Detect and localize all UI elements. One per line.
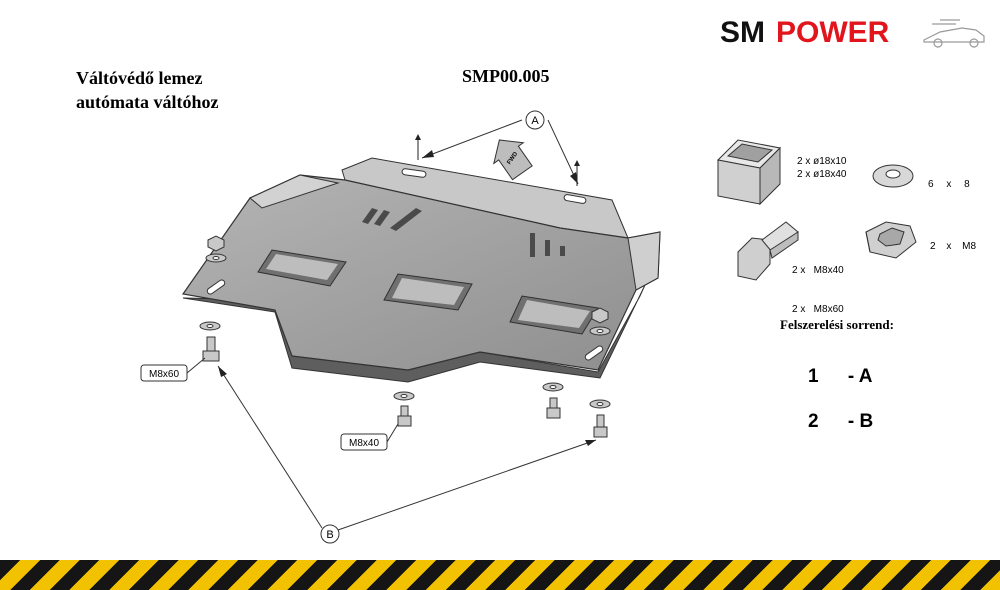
washer-qty: 6 x 8 xyxy=(928,179,970,190)
nut-qty: 2 x M8 xyxy=(930,241,977,252)
spacer-qty: 2 x ø18x10 2 x ø18x40 xyxy=(797,156,847,180)
bolt-qty: 2 x M8x40 2 x M8x60 xyxy=(792,265,844,315)
install-step-1: 1 - A xyxy=(808,366,873,387)
callout-a xyxy=(421,110,579,185)
spacer-icon xyxy=(716,139,782,206)
fastener-set-left xyxy=(199,235,227,362)
bolt-label-boxes xyxy=(140,357,399,451)
logo-part-1: SM xyxy=(720,16,765,49)
page-title: Váltóvédő lemez autómata váltóhoz xyxy=(76,66,219,114)
bolt-icon xyxy=(737,221,799,281)
skid-plate xyxy=(181,157,661,383)
title-line-1: Váltóvédő lemez xyxy=(76,68,203,88)
install-order-title: Felszerelési sorrend: xyxy=(780,317,894,332)
callout-a-label: A xyxy=(531,115,539,127)
callout-b xyxy=(217,365,597,544)
fastener-set-right xyxy=(589,307,611,336)
nut-icon xyxy=(865,221,917,259)
skid-plate-diagram: A B FWD M8x60 M8x40 xyxy=(140,110,917,544)
washer-icon xyxy=(872,164,914,188)
smpower-logo: SM POWER xyxy=(720,16,985,49)
fastener-set-middle xyxy=(393,382,611,438)
bolt-label-m8x40: M8x40 xyxy=(349,438,379,449)
product-code: SMP00.005 xyxy=(462,66,550,86)
racing-car-outline-icon xyxy=(923,19,985,48)
callout-b-label: B xyxy=(326,529,333,541)
fwd-arrow-icon xyxy=(493,139,533,181)
hazard-stripe-bar xyxy=(0,560,1000,590)
bolt-label-m8x60: M8x60 xyxy=(149,369,179,380)
title-line-2: autómata váltóhoz xyxy=(76,92,219,112)
install-step-2: 2 - B xyxy=(808,411,874,432)
logo-part-2: POWER xyxy=(776,16,890,49)
